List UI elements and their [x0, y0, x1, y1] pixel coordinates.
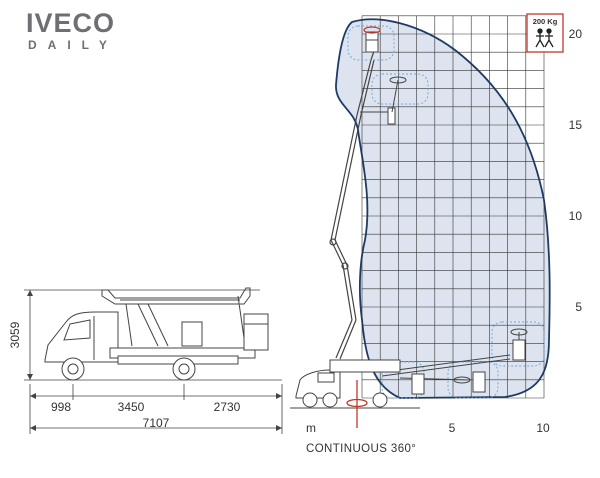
brand-model: DAILY [28, 38, 118, 52]
load-capacity-label: 200 Kg [533, 17, 558, 26]
dim-rear-overhang: 2730 [214, 400, 241, 414]
dimension-lines [24, 289, 283, 434]
x-axis-labels: 5 10 [449, 421, 550, 435]
y-tick-label: 20 [569, 27, 583, 41]
rotation-label: CONTINUOUS 360° [306, 443, 416, 455]
load-capacity-badge [526, 13, 564, 53]
x-tick-label: 5 [449, 421, 456, 435]
basket-far-right [381, 328, 528, 377]
reach-grid [361, 15, 545, 399]
boom-arm [329, 47, 376, 360]
y-tick-label: 5 [575, 300, 582, 314]
dim-wheelbase: 3450 [118, 400, 145, 414]
basket-mid [360, 76, 407, 125]
rotation-indicator-top [363, 26, 381, 34]
basket-low [399, 371, 486, 395]
x-axis-unit: m [306, 421, 316, 435]
dimension-arrows [27, 290, 282, 431]
x-tick-label: 10 [536, 421, 550, 435]
y-axis-labels: 20 15 10 5 [569, 27, 583, 314]
y-tick-label: 15 [569, 118, 583, 132]
truck-rear-view [290, 359, 420, 409]
rotation-indicator-base [346, 380, 368, 428]
brand-logo: IVECO [26, 8, 116, 38]
height-dimension: 3059 [8, 321, 22, 348]
two-persons-icon [535, 28, 554, 48]
y-tick-label: 10 [569, 209, 583, 223]
dim-total-length: 7107 [143, 416, 170, 430]
basket-top [365, 31, 379, 53]
dim-front-overhang: 998 [51, 400, 71, 414]
truck-side-view [44, 287, 269, 381]
